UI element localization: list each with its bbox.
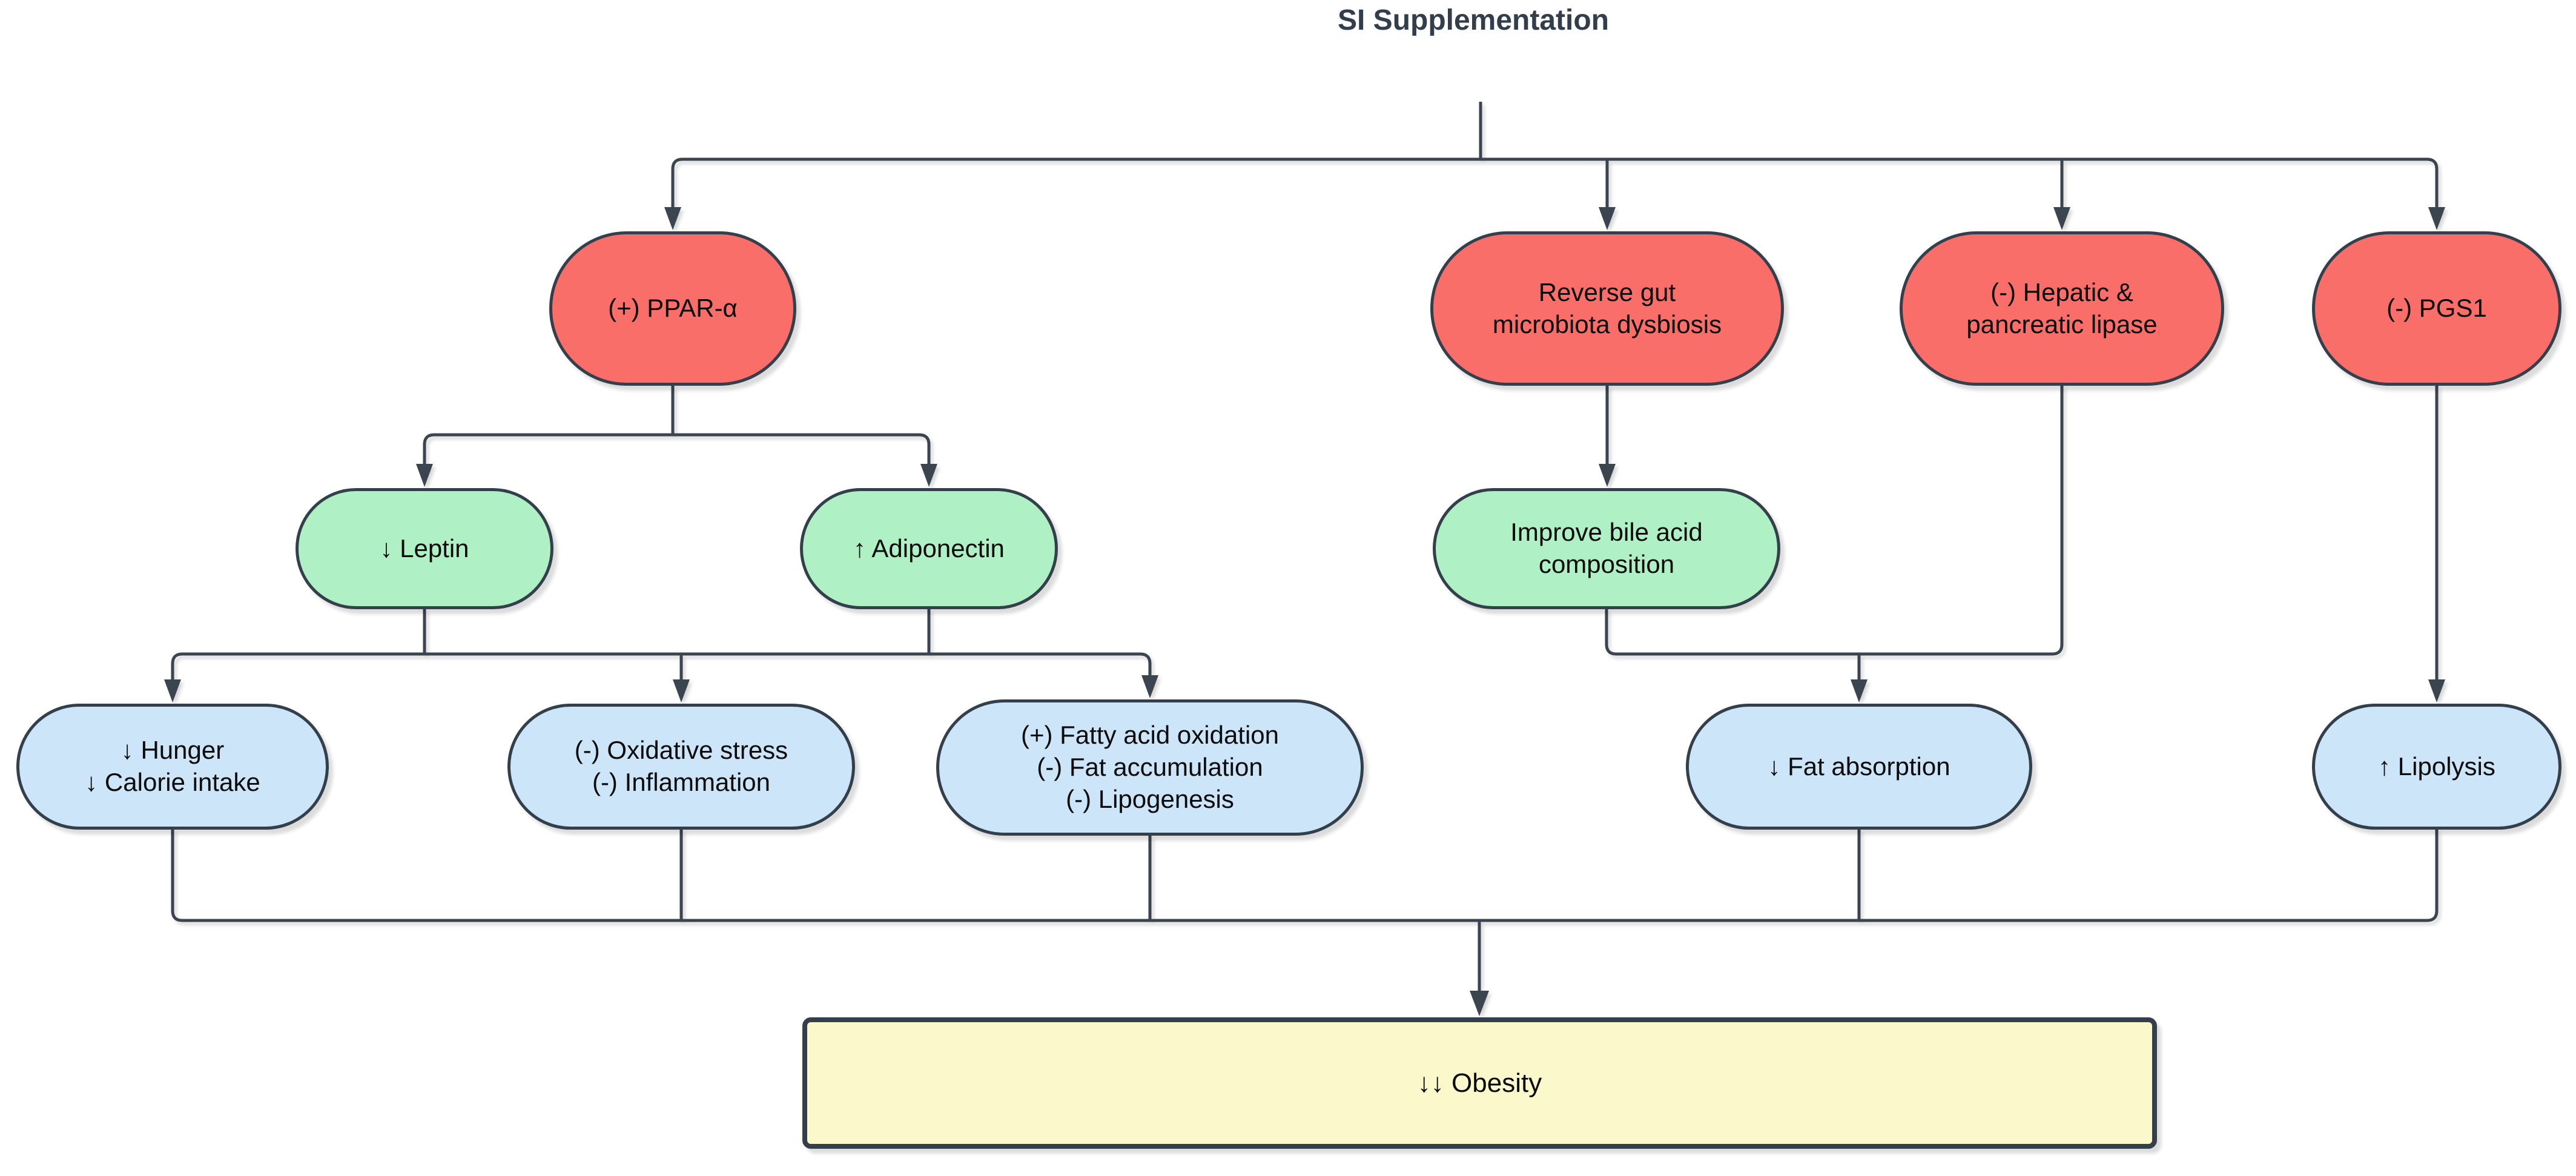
node-leptin-label: ↓ Leptin [380,533,469,563]
node-obesity-label: ↓↓ Obesity [1417,1068,1542,1098]
node-leptin: ↓ Leptin [296,488,553,609]
node-pgs1-label: (-) PGS1 [2386,294,2487,323]
node-fat-absorption: ↓ Fat absorption [1686,704,2032,830]
node-hunger-calorie-intake: ↓ Hunger ↓ Calorie intake [16,704,329,830]
node-reverse-gut-label: Reverse gut microbiota dysbiosis [1492,277,1722,339]
arrow-into-leptin [416,464,433,487]
arrow-into-hunger [164,679,181,702]
node-bile-acid-label: Improve bile acid composition [1510,518,1703,578]
node-oxidative-label: (-) Oxidative stress (-) Inflammation [574,736,788,796]
edge-bile-hepatic-merge [1605,386,2064,656]
arrow-into-reverse-gut [1599,207,1616,230]
node-adiponectin: ↑ Adiponectin [800,488,1058,609]
node-reverse-gut-microbiota: Reverse gut microbiota dysbiosis [1430,231,1784,386]
arrow-into-ppar [664,207,681,230]
arrow-into-obesity [1470,991,1489,1016]
diagram-title: SI Supplementation [1337,4,1610,36]
arrow-into-lipolysis [2428,679,2445,702]
arrow-into-adiponectin [920,464,937,487]
node-pgs1: (-) PGS1 [2312,231,2561,386]
arrow-into-oxidative [673,679,690,702]
edge-top-branch [671,157,2439,210]
node-ppar-alpha-label: (+) PPAR-α [608,294,738,323]
arrow-into-fat-absorption [1851,679,1868,702]
node-adiponectin-label: ↑ Adiponectin [853,533,1005,563]
arrow-into-pgs1 [2428,207,2445,230]
node-fat-absorption-label: ↓ Fat absorption [1768,752,1950,781]
node-obesity-outcome: ↓↓ Obesity [802,1017,2157,1149]
arrow-into-fatty-acid [1141,675,1158,698]
edge-ppar-branch [423,433,931,466]
edge-mid-collector [171,652,1152,682]
node-lipolysis-label: ↑ Lipolysis [2378,752,2495,781]
node-oxidative-stress-inflammation: (-) Oxidative stress (-) Inflammation [507,704,855,830]
node-hunger-label: ↓ Hunger ↓ Calorie intake [85,736,260,796]
node-bile-acid-composition: Improve bile acid composition [1433,488,1780,609]
edge-bottom-collector [171,830,2439,922]
node-fatty-acid-oxidation: (+) Fatty acid oxidation (-) Fat accumul… [936,699,1364,836]
node-hepatic-pancreatic-lipase: (-) Hepatic & pancreatic lipase [1900,231,2224,386]
arrow-into-bile-acid [1599,464,1616,487]
node-fatty-acid-label: (+) Fatty acid oxidation (-) Fat accumul… [1020,721,1280,813]
node-lipolysis: ↑ Lipolysis [2312,704,2561,830]
node-ppar-alpha: (+) PPAR-α [549,231,796,386]
arrow-into-hepatic [2053,207,2070,230]
node-hepatic-lipase-label: (-) Hepatic & pancreatic lipase [1966,277,2158,339]
